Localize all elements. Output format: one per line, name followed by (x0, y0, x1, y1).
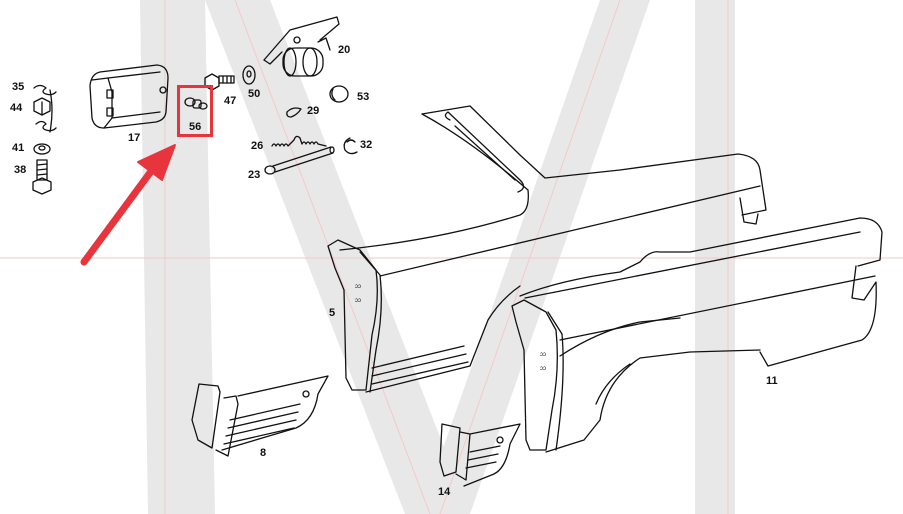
part-14-repair-section-icon (439, 423, 521, 487)
label-part-11: 11 (766, 375, 778, 387)
label-part-35: 35 (12, 81, 25, 93)
label-part-5: 5 (329, 307, 336, 319)
label-part-8: 8 (260, 447, 267, 459)
label-part-26: 26 (251, 140, 264, 152)
part-23-pin-icon (264, 146, 335, 175)
label-part-50: 50 (248, 88, 261, 100)
part-53-plug-icon (329, 85, 349, 103)
label-part-17: 17 (128, 132, 141, 144)
part-17-fuel-flap-icon (89, 64, 169, 129)
part-32-circlip-icon (343, 137, 358, 155)
part-38-bolt-icon (32, 159, 52, 195)
svg-text:ɔɔ: ɔɔ (355, 284, 361, 290)
part-35-spring-icon (33, 84, 57, 133)
label-part-38: 38 (14, 164, 27, 176)
part-5-side-panel-icon: ɔɔ ɔɔ (327, 105, 767, 393)
part-50-washer-icon (242, 65, 256, 85)
svg-text:ɔɔ: ɔɔ (540, 366, 546, 372)
label-part-32: 32 (360, 139, 373, 151)
part-44-nut-icon (33, 97, 51, 116)
label-part-53: 53 (357, 91, 370, 103)
label-part-23: 23 (248, 169, 261, 181)
part-20-hinge-icon (263, 16, 340, 77)
label-part-14: 14 (438, 486, 451, 498)
part-41-washer-icon (33, 143, 51, 155)
label-part-44: 44 (10, 102, 23, 114)
label-part-41: 41 (12, 142, 25, 154)
part-11-side-panel-icon: ɔɔ ɔɔ (511, 217, 883, 453)
label-part-20: 20 (338, 44, 351, 56)
part-56-buffer-icon (184, 97, 208, 110)
highlight-box-part-56 (177, 85, 213, 137)
label-part-47: 47 (224, 95, 237, 107)
part-29-clip-icon (286, 107, 302, 118)
part-8-repair-section-icon (191, 375, 329, 457)
label-part-29: 29 (307, 105, 320, 117)
label-part-56: 56 (189, 121, 202, 133)
svg-text:ɔɔ: ɔɔ (355, 298, 361, 304)
svg-text:ɔɔ: ɔɔ (540, 352, 546, 358)
part-26-spring-icon (271, 135, 327, 147)
